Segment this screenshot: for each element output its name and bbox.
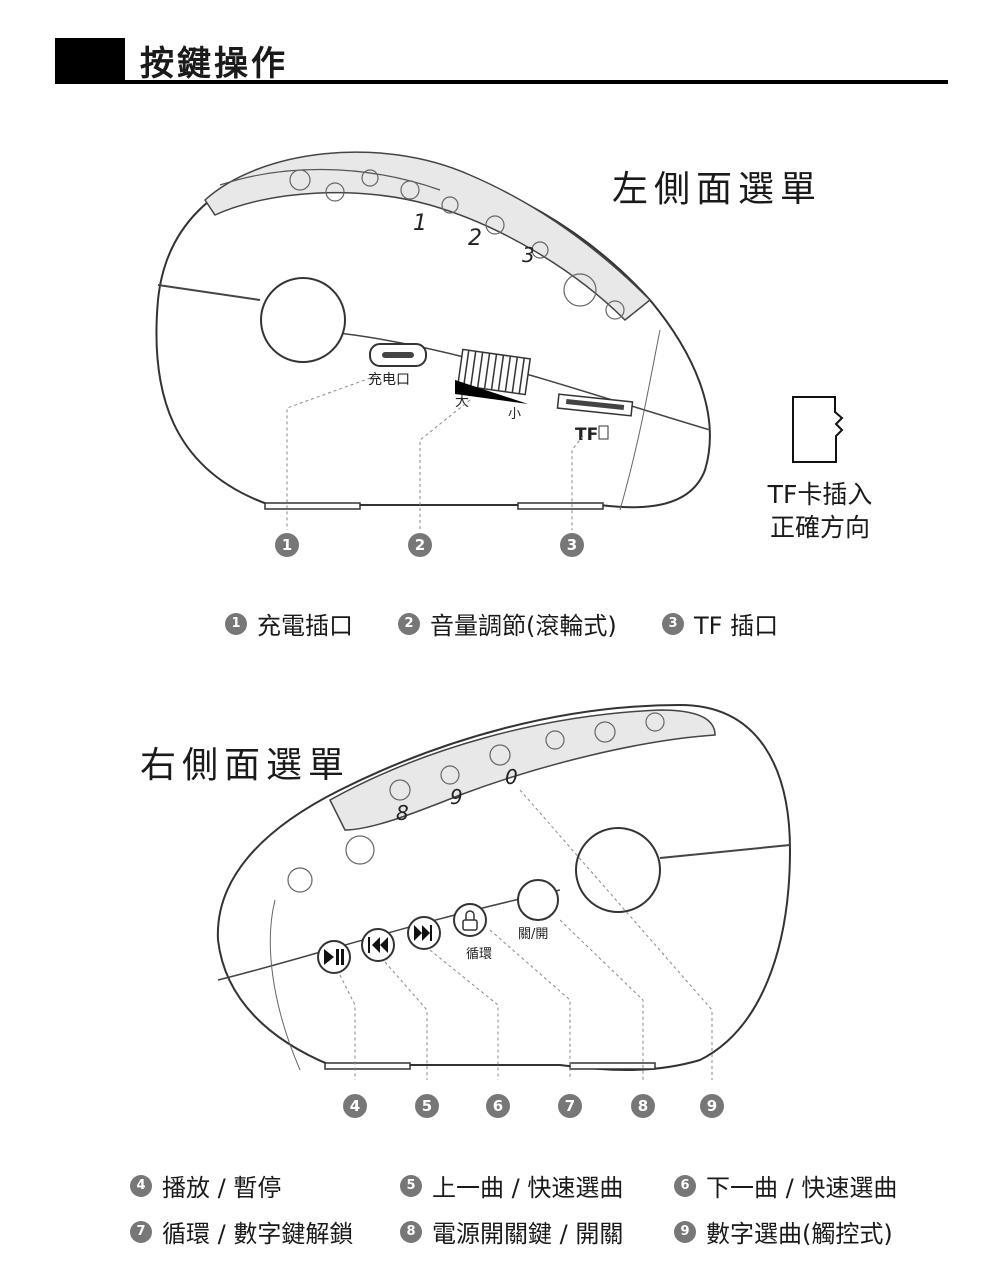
legend-text-8: 電源開關鍵 / 開關: [432, 1220, 624, 1248]
callout-1: 1: [275, 533, 299, 557]
legend-text-3: TF 插口: [694, 612, 779, 640]
dial-number-0: 0: [505, 765, 518, 789]
charge-port-label: 充电口: [368, 372, 410, 388]
legend-num-5: 5: [400, 1174, 422, 1197]
right-side-title: 右側面選單: [140, 745, 351, 786]
callout-2: 2: [408, 533, 432, 557]
callout-3: 3: [560, 533, 584, 557]
legend-item-9: 9 數字選曲(觸控式): [674, 1214, 893, 1249]
tf-card-note: TF卡插入 正確方向: [765, 478, 875, 544]
dial-number-9: 9: [450, 785, 463, 809]
legend-text-7: 循環 / 數字鍵解鎖: [162, 1220, 354, 1248]
volume-small-label: 小: [508, 407, 521, 422]
legend-num-6: 6: [674, 1174, 696, 1197]
tf-card-note-line-2: 正確方向: [769, 513, 870, 542]
callout-6: 6: [486, 1094, 510, 1118]
left-side-title: 左側面選單: [612, 169, 823, 210]
legend-num-1: 1: [225, 612, 247, 635]
tf-card-icon: [792, 396, 844, 463]
legend-item-2: 2 音量調節(滾輪式): [398, 606, 617, 641]
legend-num-3: 3: [662, 612, 684, 635]
power-button-label: 關/開: [518, 927, 548, 942]
legend-num-2: 2: [398, 612, 420, 635]
legend-item-6: 6 下一曲 / 快速選曲: [674, 1168, 897, 1203]
dial-number-1: 1: [413, 211, 427, 236]
volume-big-label: 大: [455, 394, 469, 410]
legend-item-1: 1 充電插口: [225, 606, 353, 641]
legend-num-4: 4: [130, 1174, 152, 1197]
legend-text-2: 音量調節(滾輪式): [430, 612, 617, 640]
tf-slot-label: TF: [575, 425, 598, 445]
legend-item-7: 7 循環 / 數字鍵解鎖: [130, 1214, 353, 1249]
dial-number-8: 8: [396, 801, 409, 825]
callout-8: 8: [631, 1094, 655, 1118]
legend-item-3: 3 TF 插口: [662, 606, 778, 641]
volume-wheel: [455, 348, 532, 404]
legend-text-1: 充電插口: [257, 612, 353, 640]
callout-4: 4: [343, 1094, 367, 1118]
legend-text-9: 數字選曲(觸控式): [706, 1220, 893, 1248]
header-rule: [55, 80, 948, 84]
legend-text-4: 播放 / 暫停: [162, 1174, 282, 1202]
loop-button-label: 循環: [466, 947, 492, 962]
legend-num-8: 8: [400, 1220, 422, 1243]
legend-text-5: 上一曲 / 快速選曲: [432, 1174, 624, 1202]
right-side-illustration: 8 9 0 關/開 循環: [216, 703, 792, 1080]
tf-card-note-line-1: TF卡插入: [767, 480, 873, 509]
legend-text-6: 下一曲 / 快速選曲: [706, 1174, 898, 1202]
legend-num-7: 7: [130, 1220, 152, 1243]
legend-item-8: 8 電源開關鍵 / 開關: [400, 1214, 623, 1249]
callout-5: 5: [415, 1094, 439, 1118]
left-side-illustration: 1 2 3 充电口 大 小 TF: [155, 151, 844, 530]
page-title: 按鍵操作: [140, 44, 288, 84]
header-block: [55, 38, 125, 82]
dial-number-3: 3: [522, 243, 535, 267]
callout-9: 9: [700, 1094, 724, 1118]
callout-7: 7: [558, 1094, 582, 1118]
legend-item-4: 4 播放 / 暫停: [130, 1168, 281, 1203]
dial-number-2: 2: [468, 226, 482, 251]
legend-item-5: 5 上一曲 / 快速選曲: [400, 1168, 623, 1203]
legend-num-9: 9: [674, 1220, 696, 1243]
